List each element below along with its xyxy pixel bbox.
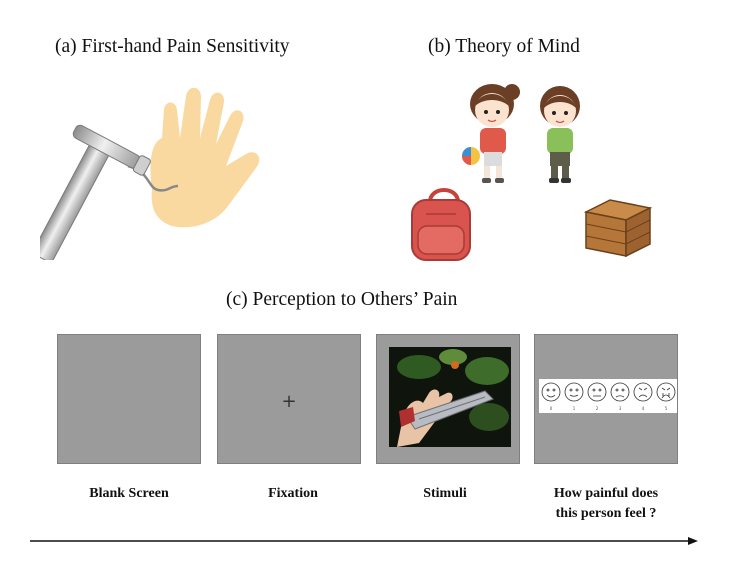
fixation-panel: + — [217, 334, 361, 464]
girl-with-ball-icon — [462, 84, 520, 183]
face-icon-4 — [633, 382, 653, 402]
faces-pain-scale: 0 1 2 3 4 5 — [539, 379, 677, 413]
rating-question-line-1: How painful does — [553, 486, 659, 501]
scale-number-0: 0 — [550, 406, 553, 411]
stimulus-panel — [376, 334, 520, 464]
label-stimuli: Stimuli — [423, 486, 467, 501]
scale-number-3: 3 — [619, 406, 622, 411]
face-icon-0 — [541, 382, 561, 402]
pain-stimulus-illustration — [40, 87, 260, 260]
hand-icon — [150, 87, 260, 228]
theory-of-mind-illustration — [411, 84, 653, 261]
scale-number-5: 5 — [665, 406, 668, 411]
label-blank-screen: Blank Screen — [89, 486, 169, 501]
title-theory-of-mind: (b) Theory of Mind — [428, 36, 580, 57]
title-first-hand-pain: (a) First-hand Pain Sensitivity — [55, 36, 290, 57]
wooden-box-icon — [583, 199, 653, 258]
girl-icon — [540, 86, 580, 183]
label-fixation: Fixation — [268, 486, 318, 501]
scale-number-4: 4 — [642, 406, 645, 411]
blank-screen-panel — [57, 334, 201, 464]
pain-rating-panel: 0 1 2 3 4 5 — [534, 334, 678, 464]
rating-question-line-2: this person feel ? — [555, 506, 657, 521]
painful-stimulus-photo — [389, 347, 511, 447]
title-perception-others-pain: (c) Perception to Others’ Pain — [226, 289, 458, 310]
face-icon-3 — [610, 382, 630, 402]
fixation-cross: + — [281, 391, 297, 412]
label-rating-question: How painful does this person feel ? — [521, 484, 691, 524]
scale-number-2: 2 — [596, 406, 599, 411]
face-icon-1 — [564, 382, 584, 402]
face-icon-5 — [656, 382, 676, 402]
pain-probe-icon — [40, 124, 179, 260]
scale-number-1: 1 — [573, 406, 576, 411]
backpack-icon — [411, 188, 471, 261]
face-icon-2 — [587, 382, 607, 402]
timeline-arrow — [30, 537, 698, 545]
